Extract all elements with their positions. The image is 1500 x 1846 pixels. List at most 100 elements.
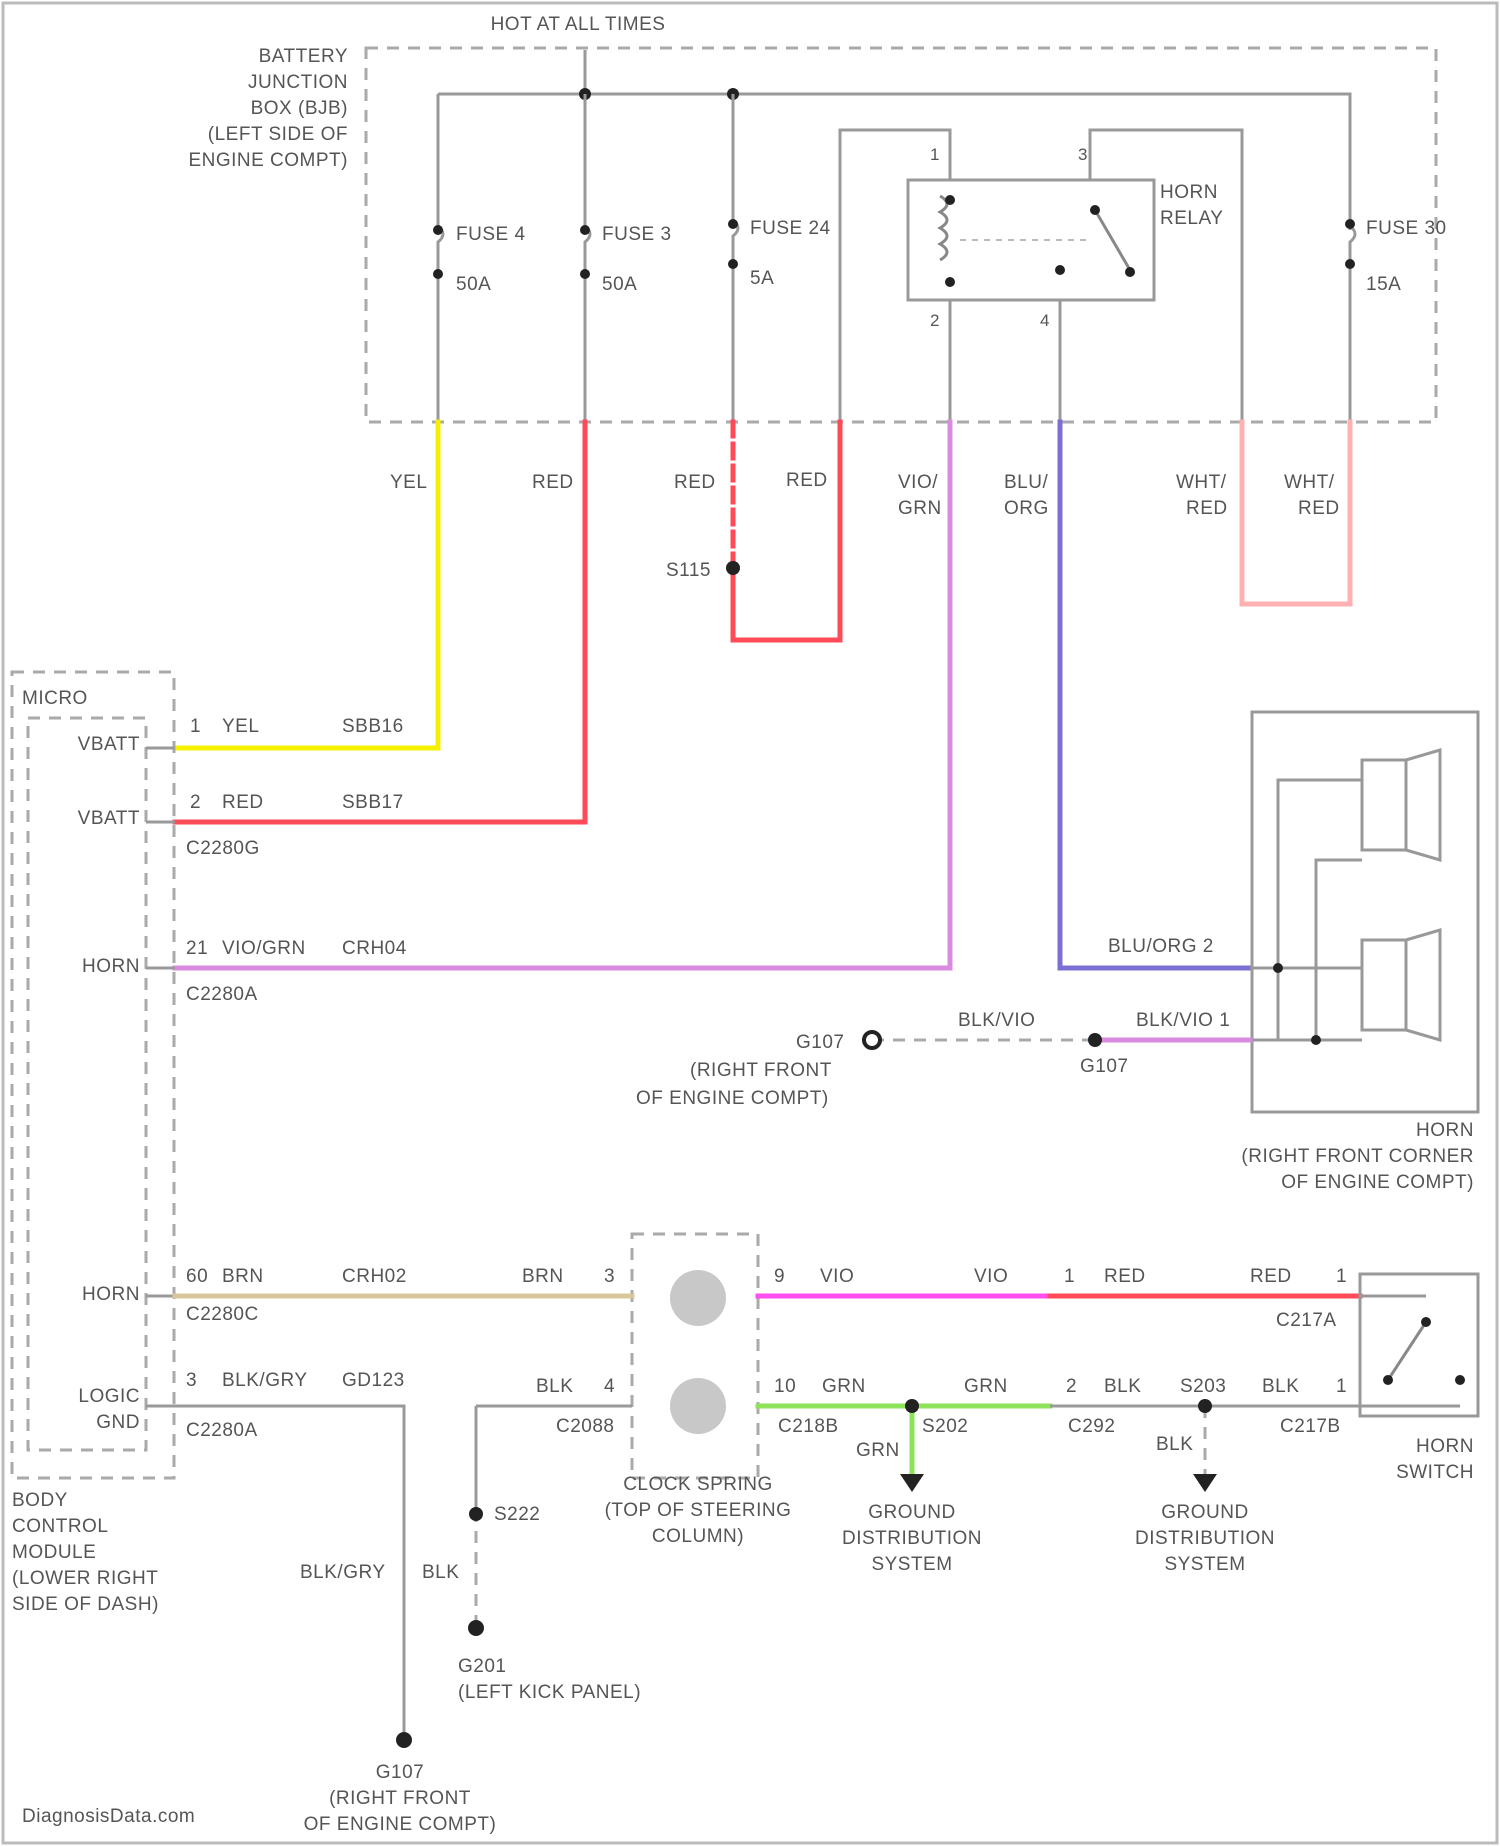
wire-label-blk-gry: BLK/GRY — [300, 1562, 386, 1583]
wire-label-blk-vio: BLK/VIO — [958, 1010, 1035, 1031]
fuse-node — [580, 225, 590, 235]
connector-c217a: C217A — [1276, 1310, 1337, 1331]
horn-label: (RIGHT FRONT CORNER — [1241, 1146, 1474, 1167]
relay-coil — [940, 196, 947, 260]
watermark: DiagnosisData.com — [22, 1806, 195, 1827]
fuse-node — [1345, 219, 1355, 229]
relay-feed-3 — [1090, 130, 1242, 422]
wire-label-red: RED — [532, 472, 574, 493]
pin-number: 1 — [190, 716, 201, 737]
bcm-label: BODY CONTROL MODULE (LOWER RIGHT SIDE OF… — [12, 1490, 159, 1615]
bcm-pin-horn: HORN — [82, 1284, 140, 1305]
horn-box — [1252, 712, 1478, 1112]
gds2-label: GROUND — [1161, 1502, 1248, 1523]
wire-label-wht-red: RED — [1298, 498, 1340, 519]
relay-pin-label: 3 — [1078, 145, 1088, 164]
switch-red: RED — [1104, 1266, 1146, 1287]
wire-label-red: RED — [786, 470, 828, 491]
pin-number: 2 — [190, 792, 201, 813]
circuit-id: CRH04 — [342, 938, 407, 959]
splice-s115-label: S115 — [666, 560, 711, 581]
clockspring-coil-2 — [670, 1378, 726, 1434]
switch-pin2: 2 — [1066, 1376, 1077, 1397]
fuse-node — [580, 269, 590, 279]
clockspring-coil-1 — [670, 1270, 726, 1326]
fuse4-rating: 50A — [456, 274, 491, 295]
bjb-line: BATTERY — [259, 46, 348, 67]
pin-number: 21 — [186, 938, 208, 959]
switch-vio: VIO — [974, 1266, 1008, 1287]
connector-id: C2280A — [186, 984, 258, 1005]
fuse24-rating: 5A — [750, 268, 774, 289]
relay-node — [1125, 267, 1135, 277]
relay-node — [1090, 205, 1100, 215]
horn-pins — [1250, 968, 1362, 1040]
splice-s222-label: S222 — [494, 1504, 540, 1525]
horn-a — [1362, 760, 1406, 850]
connector-c2088: C2088 — [556, 1416, 615, 1437]
fuse30-name: FUSE 30 — [1366, 218, 1447, 239]
horn-b-bell — [1406, 930, 1440, 1040]
clockspring-brn: BRN — [522, 1266, 564, 1287]
bjb-box — [366, 48, 1436, 422]
ground-g107-bottom-location: OF ENGINE COMPT) — [304, 1814, 497, 1835]
fuse4-name: FUSE 4 — [456, 224, 526, 245]
clockspring-pin3: 3 — [604, 1266, 615, 1287]
fuse24-name: FUSE 24 — [750, 218, 831, 239]
ground-g107-symbol — [864, 1032, 880, 1048]
splice-s202 — [905, 1399, 919, 1413]
bcm-line: BODY — [12, 1490, 68, 1511]
fuse24-wire — [733, 94, 738, 422]
ground-g201-location: (LEFT KICK PANEL) — [458, 1682, 641, 1703]
hot-at-all-times: HOT AT ALL TIMES — [491, 14, 666, 35]
connector-id: C2280G — [186, 838, 260, 859]
bcm-line: (LOWER RIGHT — [12, 1568, 158, 1589]
horn-b — [1362, 940, 1406, 1030]
splice-s115 — [726, 561, 740, 575]
clockspring-blk: BLK — [536, 1376, 573, 1397]
connector-c292: C292 — [1068, 1416, 1115, 1437]
connector-id: C2280A — [186, 1420, 258, 1441]
pin-color: YEL — [222, 716, 259, 737]
bjb-line: BOX (BJB) — [251, 98, 348, 119]
bcm-pin-logic-gnd: GND — [96, 1412, 140, 1433]
g107-ref: G107 — [1080, 1056, 1128, 1077]
clockspring-pin10: 10 — [774, 1376, 796, 1397]
gds2-label: SYSTEM — [1164, 1554, 1245, 1575]
fuse3-name: FUSE 3 — [602, 224, 672, 245]
ground-g107-location: OF ENGINE COMPT) — [636, 1088, 829, 1109]
ground-g107-bottom-symbol — [396, 1732, 412, 1748]
clockspring-label: COLUMN) — [652, 1526, 744, 1547]
wire-label-vio-grn: VIO/ — [898, 472, 938, 493]
wire-label-red: RED — [674, 472, 716, 493]
bcm-micro-label: MICRO — [22, 688, 88, 709]
relay-feed-1 — [840, 130, 950, 422]
switch-pin1: 1 — [1064, 1266, 1075, 1287]
wire-label-vio-grn: GRN — [898, 498, 942, 519]
relay-node — [1055, 265, 1065, 275]
relay-node — [945, 277, 955, 287]
relay-pin-label: 1 — [930, 145, 940, 164]
switch-blk: BLK — [1262, 1376, 1299, 1397]
circuit-id: SBB16 — [342, 716, 404, 737]
splice-s202-label: S202 — [922, 1416, 968, 1437]
wire-label-blu-org: ORG — [1004, 498, 1049, 519]
ground-g107-bottom-label: G107 — [376, 1762, 424, 1783]
fuse3-rating: 50A — [602, 274, 637, 295]
bcm-pin-horn: HORN — [82, 956, 140, 977]
relay-contact — [1095, 210, 1130, 270]
ground-arrow-1 — [900, 1474, 924, 1492]
clockspring-label: (TOP OF STEERING — [605, 1500, 792, 1521]
bcm-line: SIDE OF DASH) — [12, 1594, 159, 1615]
bcm-line: MODULE — [12, 1542, 96, 1563]
clockspring-label: CLOCK SPRING — [623, 1474, 773, 1495]
relay-node — [945, 195, 955, 205]
horn-internal — [1278, 780, 1362, 1040]
gds1-label: GROUND — [868, 1502, 955, 1523]
splice-s222 — [469, 1507, 483, 1521]
horn-switch-leads — [1360, 1296, 1460, 1406]
bcm-pin-stubs — [146, 748, 175, 1406]
horn-pin-1: BLK/VIO 1 — [1136, 1010, 1230, 1031]
